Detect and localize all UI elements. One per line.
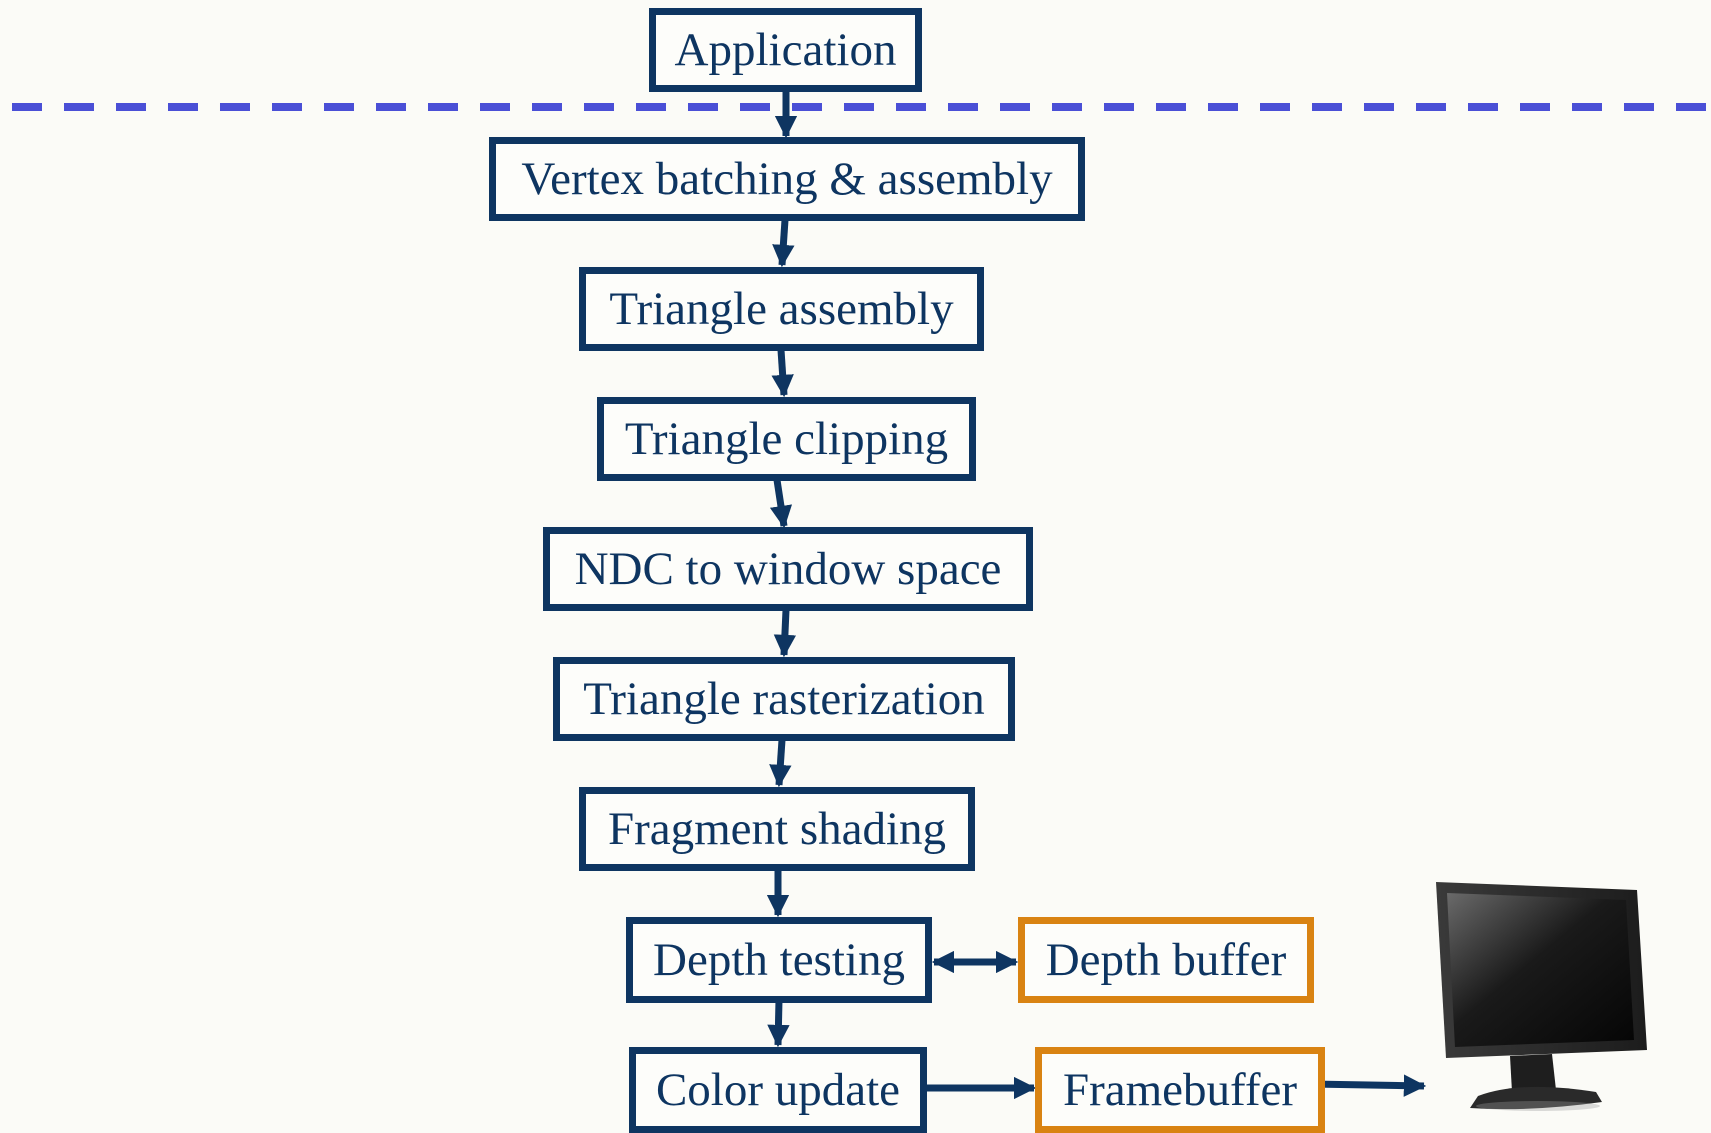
arrow-vertex-to-triangle-assembly xyxy=(772,219,795,268)
stage-depth-testing: Depth testing xyxy=(626,917,932,1003)
stage-triangle-assembly: Triangle assembly xyxy=(579,267,984,351)
stage-fragment-shading: Fragment shading xyxy=(579,787,975,871)
arrow-rasterization-to-shading xyxy=(769,739,792,788)
arrow-framebuffer-to-display xyxy=(1310,1074,1427,1097)
arrow-clipping-to-ndc xyxy=(769,479,793,529)
depth-buffer: Depth buffer xyxy=(1018,917,1314,1003)
arrow-ndc-to-rasterization xyxy=(773,609,797,658)
stage-triangle-clipping: Triangle clipping xyxy=(597,397,976,481)
framebuffer: Framebuffer xyxy=(1035,1047,1325,1133)
monitor-icon xyxy=(1436,882,1647,1111)
arrow-depth-testing-to-color-update xyxy=(767,999,790,1048)
stage-application: Application xyxy=(649,8,922,92)
stage-vertex-batching-assembly: Vertex batching & assembly xyxy=(489,137,1085,221)
stage-triangle-rasterization: Triangle rasterization xyxy=(553,657,1015,741)
stage-color-update: Color update xyxy=(629,1047,927,1133)
arrow-assembly-to-clipping xyxy=(771,349,794,398)
stage-ndc-to-window-space: NDC to window space xyxy=(543,527,1033,611)
